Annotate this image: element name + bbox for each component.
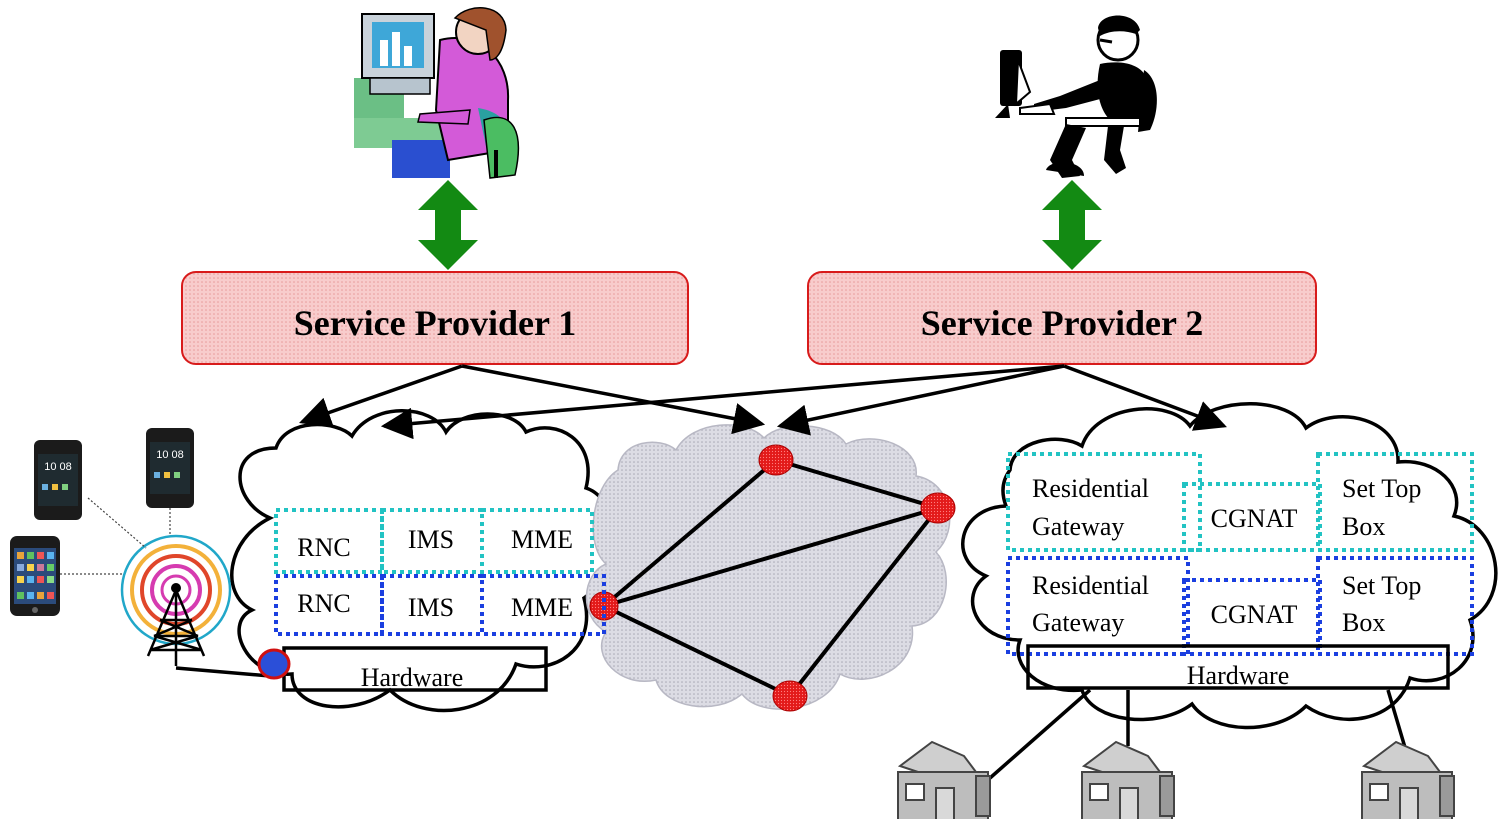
user-2-clipart xyxy=(995,15,1157,178)
core-links xyxy=(602,458,940,698)
mme-label-1: MME xyxy=(511,525,573,554)
service-provider-1-box[interactable]: Service Provider 1 xyxy=(181,271,689,365)
vnf-box-mme-1[interactable] xyxy=(480,508,594,574)
vnf-box-cgnat-1[interactable] xyxy=(1182,482,1322,552)
vnf-box-mme-2[interactable] xyxy=(480,574,606,636)
vnf-box-set-top-box-2[interactable] xyxy=(1316,556,1474,656)
smartphone-2: 10 08 xyxy=(146,428,194,508)
vnf-box-residential-gateway-1[interactable] xyxy=(1006,452,1202,552)
vnf-box-residential-gateway-2[interactable] xyxy=(1006,556,1190,656)
house-icon xyxy=(1361,740,1455,819)
green-double-arrow-2 xyxy=(1042,180,1102,270)
box-label-2: Box xyxy=(1342,608,1385,637)
house-icon xyxy=(897,740,991,819)
set-top-label-1: Set Top xyxy=(1342,474,1421,503)
radio-tower xyxy=(120,534,232,666)
tower-link xyxy=(175,648,291,680)
vnf-box-rnc-2[interactable] xyxy=(274,574,384,636)
core-node[interactable] xyxy=(758,444,794,476)
house-icon xyxy=(1081,740,1175,819)
right-cloud-functions: Residential Gateway CGNAT Set Top Box Re… xyxy=(1006,452,1474,690)
vnf-box-cgnat-2[interactable] xyxy=(1182,578,1322,656)
smartphone-3 xyxy=(10,536,60,616)
arrow-sp2-right-cloud xyxy=(1063,364,1227,431)
core-node[interactable] xyxy=(772,680,808,712)
smartphone-1: 10 08 xyxy=(34,440,82,520)
cgnat-label-2: CGNAT xyxy=(1211,600,1298,629)
phone-clock-2: 10 08 xyxy=(156,449,184,461)
mme-label-2: MME xyxy=(511,593,573,622)
phone-links xyxy=(60,497,171,575)
gateway-label-2: Gateway xyxy=(1032,608,1124,637)
provider-arrows xyxy=(299,364,1227,440)
residential-label-2: Residential xyxy=(1032,571,1149,600)
box-label-1: Box xyxy=(1342,512,1385,541)
arrow-sp2-core xyxy=(776,364,1065,436)
left-cloud-functions: RNC IMS MME RNC IMS MME Hardware xyxy=(274,508,606,692)
green-double-arrow-1 xyxy=(418,180,478,270)
rnc-label-1: RNC xyxy=(297,533,350,562)
ims-label-2: IMS xyxy=(408,593,454,622)
phone-clock-1: 10 08 xyxy=(44,461,72,473)
core-nodes xyxy=(589,444,956,712)
gateway-label-1: Gateway xyxy=(1032,512,1124,541)
user-1-clipart xyxy=(354,7,520,179)
edge-node[interactable] xyxy=(257,648,291,680)
core-node[interactable] xyxy=(920,492,956,524)
vnf-box-rnc-1[interactable] xyxy=(274,508,384,574)
residential-label-1: Residential xyxy=(1032,474,1149,503)
vnf-box-set-top-box-1[interactable] xyxy=(1316,452,1474,552)
arrow-sp2-left-cloud xyxy=(380,364,1065,440)
set-top-label-2: Set Top xyxy=(1342,571,1421,600)
service-provider-1-label: Service Provider 1 xyxy=(294,303,577,343)
service-provider-2-box[interactable]: Service Provider 2 xyxy=(807,271,1317,365)
arrow-sp1-left-cloud xyxy=(299,364,463,428)
cgnat-label-1: CGNAT xyxy=(1211,504,1298,533)
ims-label-1: IMS xyxy=(408,525,454,554)
service-provider-2-label: Service Provider 2 xyxy=(921,303,1204,343)
right-hardware-box[interactable] xyxy=(1026,644,1450,690)
left-hardware-label: Hardware xyxy=(361,663,464,692)
arrow-sp1-core xyxy=(461,364,766,435)
right-hardware-label: Hardware xyxy=(1187,661,1290,690)
rnc-label-2: RNC xyxy=(297,589,350,618)
